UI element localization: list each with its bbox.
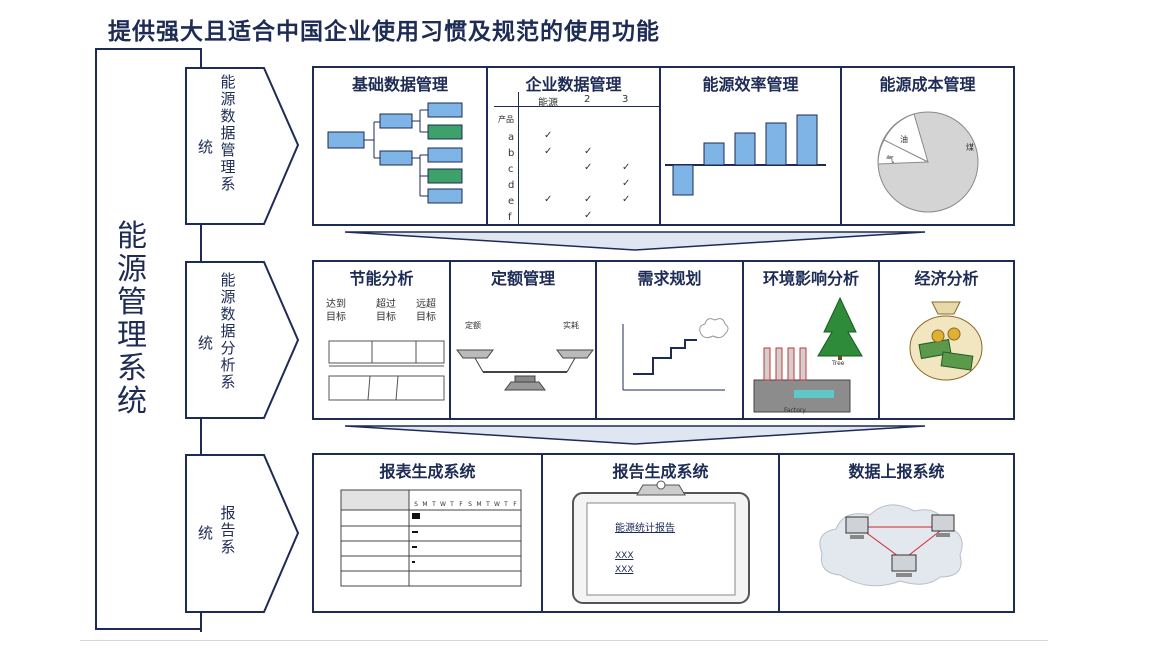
- cell-demand-planning: 需求规划: [597, 262, 744, 418]
- cell-title: 企业数据管理: [488, 71, 659, 95]
- day-letter: M: [475, 501, 483, 508]
- cell-environment-impact: 环境影响分析 Tree Factory: [744, 262, 880, 418]
- report-doc-line: XXX: [615, 551, 634, 561]
- cell-energy-saving-analysis: 节能分析 达到目标 超过目标 远超目标: [314, 262, 451, 418]
- flow-arrow-2: [345, 426, 925, 444]
- clipboard-icon: [567, 479, 757, 609]
- heading-reach-target: 达到目标: [326, 298, 354, 324]
- network-cloud-icon: [780, 455, 1013, 611]
- factory-label: Factory: [784, 407, 806, 414]
- check-icon: ✓: [584, 194, 592, 205]
- flow-arrow-1: [345, 232, 925, 250]
- row1-side-label: 能源数据管理系: [219, 74, 237, 193]
- pie-label-coal: 煤: [966, 142, 974, 153]
- efficiency-bar: [766, 123, 786, 165]
- row1-side-label-tail: 统: [198, 136, 213, 157]
- report-doc-title: 能源统计报告: [615, 519, 675, 534]
- efficiency-bar: [735, 133, 755, 165]
- cell-quota-management: 定额管理 定额 实耗: [451, 262, 597, 418]
- check-icon: ✓: [622, 194, 630, 205]
- matrix-row: c: [508, 164, 514, 175]
- check-icon: ✓: [544, 146, 552, 157]
- day-letter: T: [430, 501, 438, 508]
- scale-left-label: 定额: [465, 320, 481, 331]
- day-letter: F: [511, 501, 519, 508]
- matrix-col-2: 2: [584, 94, 590, 105]
- cell-title: 定额管理: [451, 265, 595, 289]
- saving-table-graphic: [328, 340, 448, 402]
- matrix-row: b: [508, 148, 514, 159]
- tree-label: Tree: [832, 360, 845, 367]
- day-letter: T: [448, 501, 456, 508]
- day-letter: W: [493, 501, 501, 508]
- cell-data-upload: 数据上报系统: [780, 455, 1013, 611]
- efficiency-bar: [673, 165, 693, 195]
- check-icon: ✓: [622, 178, 630, 189]
- row2-side-label-tail: 统: [198, 332, 213, 353]
- row-data-analysis: 节能分析 达到目标 超过目标 远超目标 定额管理 定额 实耗 需求规划: [312, 260, 1015, 420]
- row3-side-label-tail: 统: [198, 522, 213, 543]
- report-day-header: SMTWTFSMTWTF: [412, 501, 519, 508]
- money-bag-icon: [880, 262, 1013, 418]
- day-letter: S: [412, 501, 420, 508]
- cell-title: 报表生成系统: [314, 458, 541, 482]
- day-letter: S: [466, 501, 474, 508]
- balance-scale-icon: [453, 342, 595, 402]
- matrix-col-3: 3: [622, 94, 628, 105]
- check-icon: ✓: [544, 130, 552, 141]
- cell-energy-cost: 能源成本管理 煤 油 气: [842, 68, 1013, 224]
- report-doc-line: XXX: [615, 565, 634, 575]
- pie-label-gas: 气: [886, 154, 894, 165]
- cell-enterprise-data: 企业数据管理 能源 2 3 产品 a b c d e f ✓ ✓ ✓ ✓ ✓ ✓…: [488, 68, 661, 224]
- row-data-management: 基础数据管理 企业数据管理 能源: [312, 66, 1015, 226]
- efficiency-bar: [797, 115, 817, 165]
- cell-title: 节能分析: [314, 265, 449, 289]
- check-icon: ✓: [584, 146, 592, 157]
- matrix-row: f: [508, 212, 512, 223]
- matrix-col-1: 能源: [538, 94, 558, 109]
- matrix-row-label: 产品: [498, 114, 514, 125]
- cell-energy-efficiency: 能源效率管理: [661, 68, 842, 224]
- matrix-row: e: [508, 196, 514, 207]
- matrix-row: a: [508, 132, 514, 143]
- check-icon: ✓: [584, 210, 592, 221]
- footer-divider: [80, 640, 1048, 641]
- matrix-axis-line: [518, 92, 519, 226]
- heading-far-exceed-target: 远超目标: [416, 298, 444, 324]
- cell-report-doc: 报告生成系统 能源统计报告 XXX XXX: [543, 455, 780, 611]
- day-letter: T: [502, 501, 510, 508]
- tree-diagram-icon: [322, 98, 482, 218]
- row2-side-label: 能源数据分析系: [219, 272, 237, 391]
- cell-economic-analysis: 经济分析: [880, 262, 1013, 418]
- check-icon: ✓: [584, 162, 592, 173]
- day-letter: M: [421, 501, 429, 508]
- day-letter: W: [439, 501, 447, 508]
- row3-side-label: 报告系: [219, 505, 237, 556]
- cost-pie-chart: [842, 68, 1013, 224]
- cell-title: 基础数据管理: [314, 71, 486, 95]
- scale-right-label: 实耗: [563, 320, 579, 331]
- pie-label-oil: 油: [900, 134, 908, 145]
- heading-exceed-target: 超过目标: [376, 298, 404, 324]
- day-letter: T: [484, 501, 492, 508]
- check-icon: ✓: [622, 162, 630, 173]
- matrix-row: d: [508, 180, 514, 191]
- cell-basic-data: 基础数据管理: [314, 68, 488, 224]
- efficiency-bar: [704, 143, 724, 165]
- staircase-growth-icon: [597, 262, 744, 418]
- day-letter: F: [457, 501, 465, 508]
- factory-tree-icon: [744, 262, 880, 418]
- efficiency-bar-chart: [661, 68, 842, 224]
- check-icon: ✓: [544, 194, 552, 205]
